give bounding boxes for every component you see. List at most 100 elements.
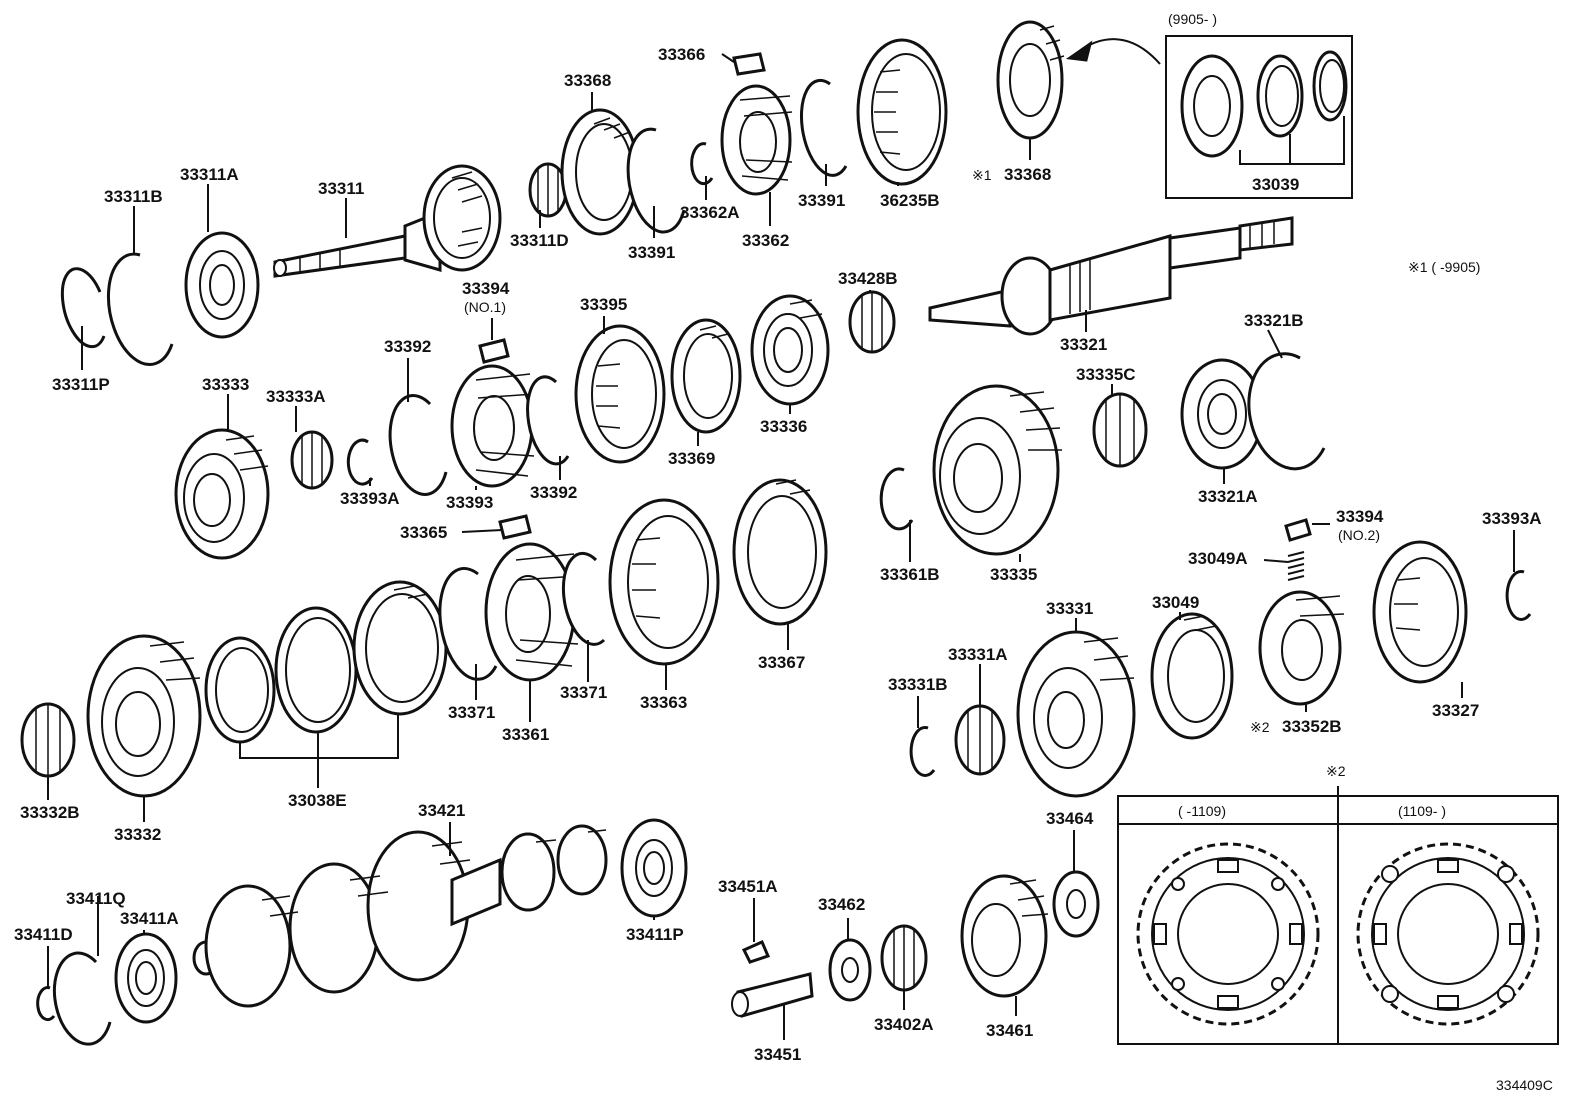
- snap-ring-33371-a: [438, 567, 498, 681]
- part-label: 33366: [658, 45, 705, 64]
- part-labels: 33366 33368 33311A 33311B 33311 33311D 3…: [14, 11, 1553, 1093]
- bearing-33321A: [1180, 358, 1264, 470]
- part-label: 33362A: [680, 203, 740, 222]
- part-label: 33362: [742, 231, 789, 250]
- hub-variant-late-icon: [1356, 842, 1540, 1026]
- key-33394-no1: [478, 338, 510, 364]
- part-label: 33411D: [14, 925, 73, 944]
- part-label: 33369: [668, 449, 715, 468]
- key-33366: [732, 52, 766, 76]
- part-label: 33368: [564, 71, 611, 90]
- part-label: 33393: [446, 493, 493, 512]
- part-label: 33311: [318, 179, 364, 198]
- needle-bearing-33335C: [1092, 392, 1148, 468]
- ref-x2-marker: ※2: [1250, 719, 1270, 735]
- bearing-33311A: [184, 231, 260, 339]
- part-label: 33461: [986, 1021, 1033, 1040]
- part-label: 33333: [202, 375, 249, 394]
- bearing-33411A: [114, 932, 178, 1024]
- part-label: 33393A: [1482, 509, 1542, 528]
- arrow-icon: [1065, 38, 1161, 65]
- input-shaft-33311: [273, 164, 502, 278]
- part-label: 33311A: [180, 165, 239, 184]
- part-label: 33462: [818, 895, 865, 914]
- part-label: 33411A: [120, 909, 179, 928]
- part-label: 33391: [798, 191, 845, 210]
- synchro-ring-33368-x1: [996, 20, 1065, 140]
- part-label: 33333A: [266, 387, 326, 406]
- part-label: 33038E: [288, 791, 347, 810]
- snap-ring-33393A-a: [346, 438, 374, 486]
- part-label: 33332: [114, 825, 161, 844]
- ref-x1-marker: ※1: [972, 167, 992, 183]
- part-label: 33335C: [1076, 365, 1136, 384]
- part-label: 33332B: [20, 803, 80, 822]
- part-label: 33336: [760, 417, 807, 436]
- gear-33332: [86, 634, 202, 798]
- ref-x1-note: ※1 ( -9905): [1408, 259, 1480, 275]
- part-label: 33411Q: [66, 889, 126, 908]
- part-label: 33321B: [1244, 311, 1304, 330]
- needle-bearing-33428B: [848, 290, 896, 354]
- no2-label: (NO.2): [1338, 527, 1380, 543]
- part-label: 33049A: [1188, 549, 1248, 568]
- part-label: 33371: [560, 683, 607, 702]
- part-label: 33391: [628, 243, 675, 262]
- snap-ring-33392-b: [526, 375, 570, 466]
- part-label: 33393A: [340, 489, 400, 508]
- key-33394-no2: [1284, 518, 1312, 542]
- spring-33049A: [1287, 551, 1305, 581]
- synchro-ring-33368: [560, 108, 640, 236]
- needle-bearing-33333A: [290, 430, 334, 490]
- gear-33336: [750, 294, 830, 406]
- hub-33352B: [1258, 590, 1345, 706]
- bearing-33411P: [620, 818, 688, 918]
- part-label: 33352B: [1282, 717, 1342, 736]
- part-label: 33335: [990, 565, 1037, 584]
- inset-period-label: (9905- ): [1168, 11, 1217, 27]
- part-label: 33411P: [626, 925, 684, 944]
- snap-ring-33311B: [106, 252, 174, 366]
- hub-variant-early-icon: [1136, 842, 1320, 1026]
- part-label: 33039: [1252, 175, 1299, 194]
- hub-sleeve-33362: [720, 84, 793, 196]
- inset-period-right: (1109- ): [1398, 803, 1446, 819]
- washer-33462: [828, 938, 872, 1002]
- part-label: 33327: [1432, 701, 1479, 720]
- part-label: 33395: [580, 295, 627, 314]
- main-shaft-33321: [928, 216, 1294, 336]
- part-label: 33421: [418, 801, 465, 820]
- snap-ring-33411Q: [52, 951, 112, 1046]
- gear-33333: [174, 428, 270, 560]
- part-label: 33363: [640, 693, 687, 712]
- synchro-ring-33038E-a: [204, 636, 276, 744]
- part-label: 33311D: [510, 231, 569, 250]
- sleeve-33395: [574, 324, 666, 464]
- part-label: 33367: [758, 653, 805, 672]
- snap-ring-33371-b: [561, 551, 606, 646]
- figure-code: 334409C: [1496, 1077, 1553, 1093]
- part-label: 33368: [1004, 165, 1051, 184]
- gear-33335: [932, 384, 1062, 556]
- needle-bearing-33331A: [954, 704, 1006, 776]
- part-label: 33321: [1060, 335, 1107, 354]
- part-label: 33311B: [104, 187, 163, 206]
- sleeve-33363: [608, 498, 720, 666]
- key-33451A: [741, 940, 771, 964]
- synchro-ring-33038E-c: [352, 580, 448, 716]
- part-label: 33365: [400, 523, 447, 542]
- snap-ring-33361B: [879, 467, 914, 531]
- synchro-ring-33367: [732, 478, 828, 626]
- hub-33393: [450, 364, 535, 488]
- snap-ring-33321B: [1247, 352, 1326, 471]
- part-label: 33428B: [838, 269, 898, 288]
- part-label: 33331A: [948, 645, 1008, 664]
- part-label: 36235B: [880, 191, 940, 210]
- synchro-ring-33049: [1150, 612, 1234, 740]
- part-label: 33394: [462, 279, 510, 298]
- part-label: 33392: [384, 337, 431, 356]
- shaft-33451: [731, 972, 814, 1018]
- snap-ring-33391-b: [799, 78, 848, 177]
- gear-33331: [1016, 630, 1136, 798]
